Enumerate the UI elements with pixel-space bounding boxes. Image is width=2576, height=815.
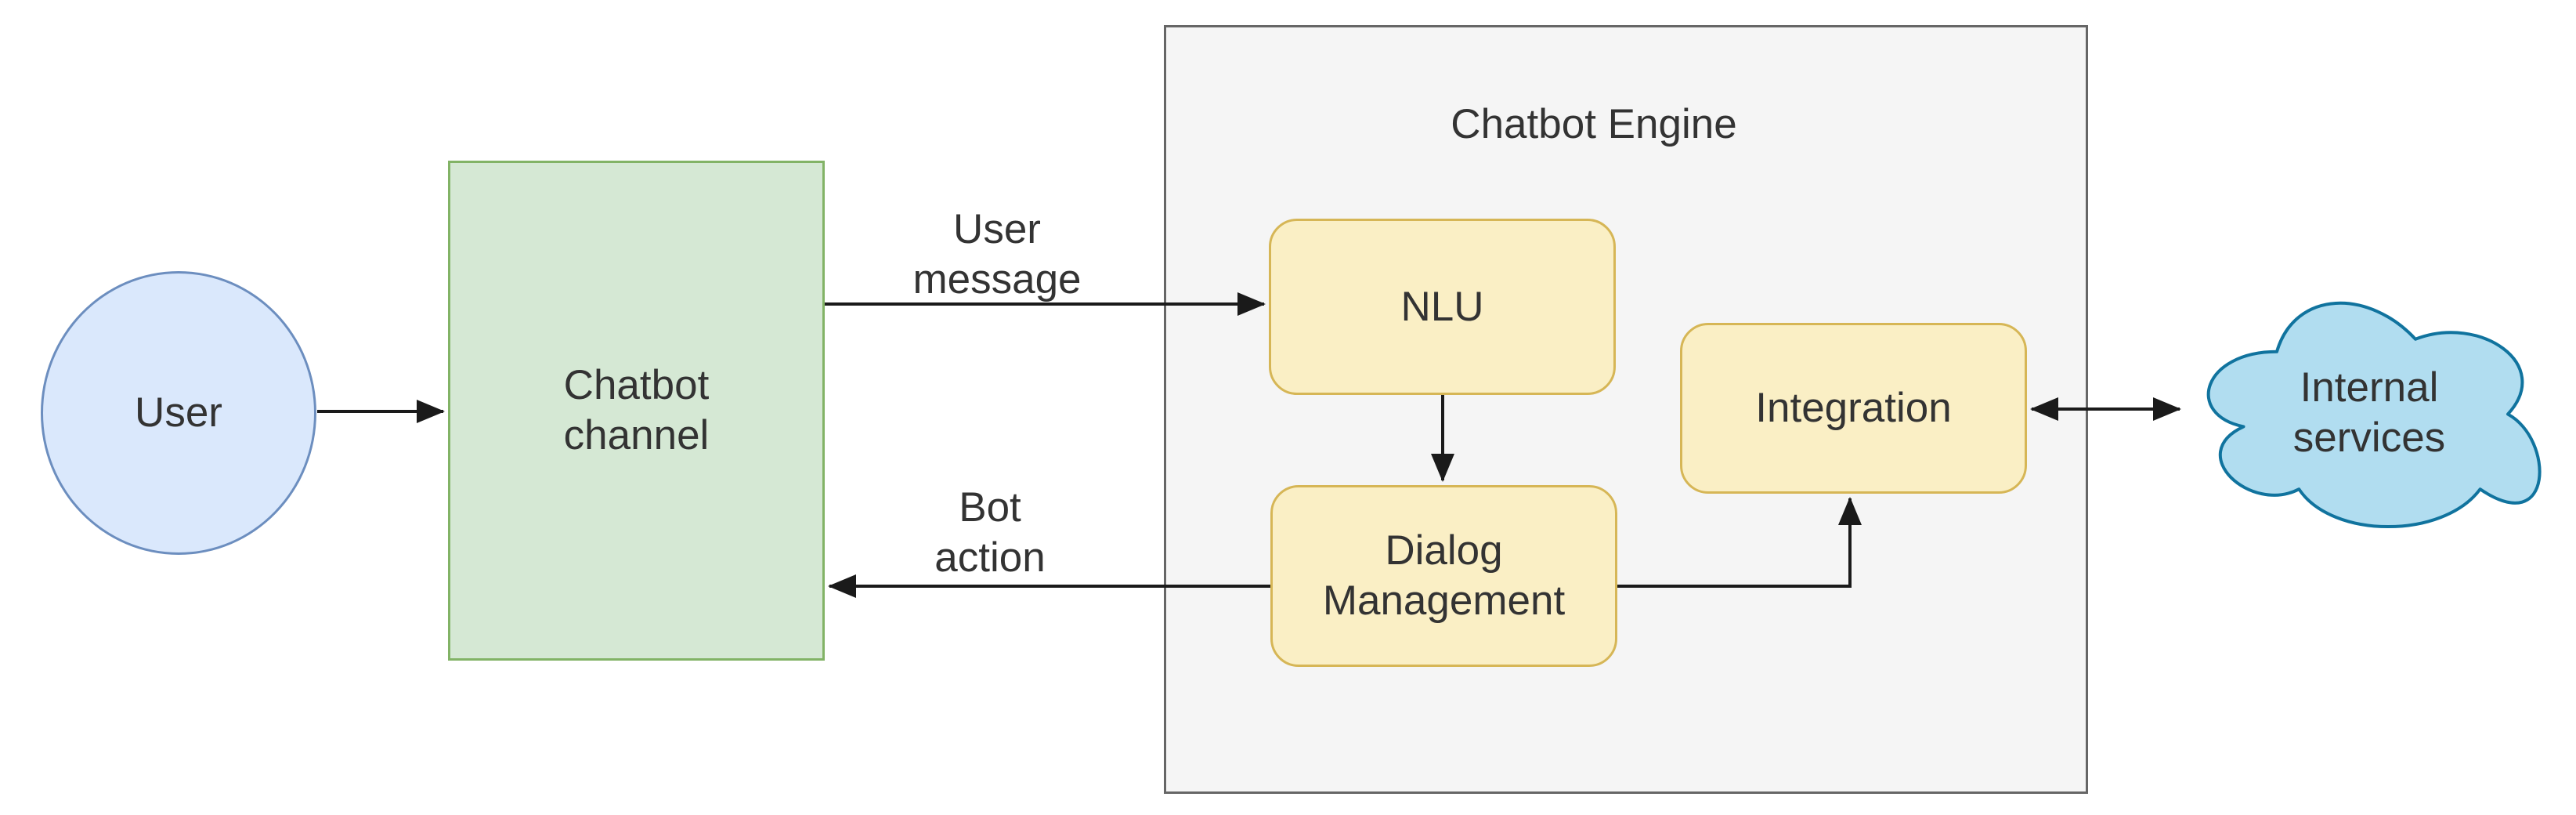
integration-node: Integration	[1680, 323, 2027, 494]
edge-dialog-management-to-integration	[1617, 497, 1862, 588]
dialog-management-label: Dialog Management	[1322, 527, 1566, 624]
internal-services-label: Internal services	[2292, 364, 2446, 461]
chatbot-engine-title: Chatbot Engine	[1451, 101, 1737, 148]
integration-label: Integration	[1755, 385, 1952, 432]
edge-label-user-message: User message	[912, 206, 1082, 302]
internal-services-cloud	[2206, 301, 2542, 529]
user-node-label: User	[135, 389, 222, 436]
dialog-management-node: Dialog Management	[1270, 485, 1617, 667]
nlu-label: NLU	[1400, 283, 1484, 330]
chatbot-channel-label: Chatbot channel	[563, 362, 710, 458]
user-node: User	[41, 271, 316, 555]
nlu-node: NLU	[1269, 219, 1616, 395]
edge-label-bot-action: Bot action	[934, 484, 1046, 581]
chatbot-channel-node: Chatbot channel	[448, 161, 825, 661]
